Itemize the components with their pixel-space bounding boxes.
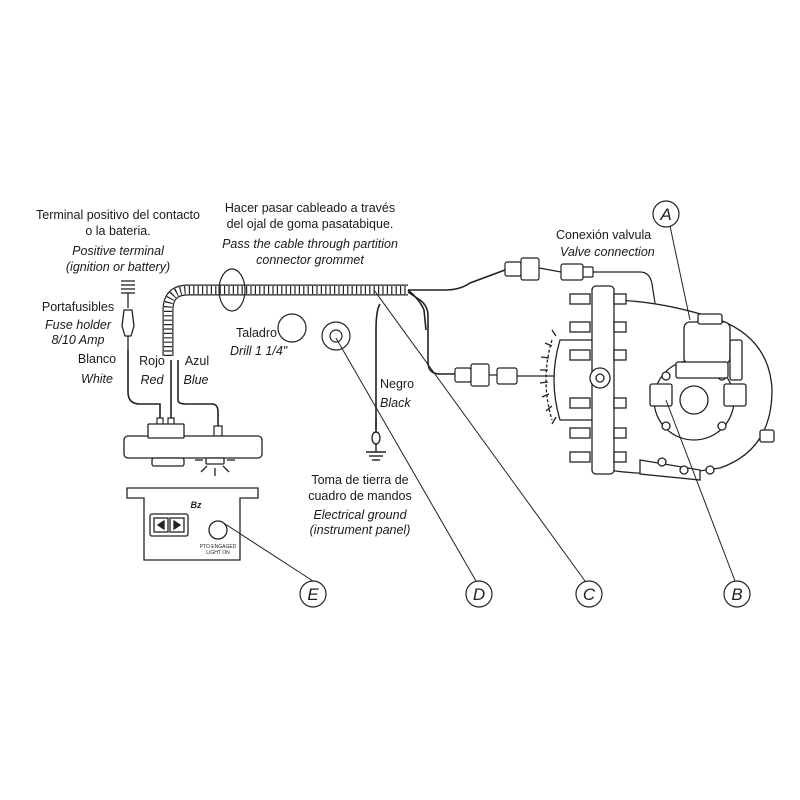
blue-label-es: Azul — [184, 354, 210, 368]
drill-label-en: Drill 1 1/4" — [230, 344, 288, 358]
callout-c — [575, 580, 603, 608]
positive-terminal-label-es-2: o la bateria. — [85, 224, 151, 238]
lower-connector — [454, 363, 656, 393]
fuse-holder-icon — [121, 309, 135, 350]
red-label-en: Red — [140, 373, 164, 387]
callout-b — [723, 580, 751, 608]
positive-terminal-label-en-2: (ignition or battery) — [65, 260, 171, 274]
instrument-panel — [126, 487, 259, 561]
panel-text-2: LIGHT ON — [206, 550, 230, 556]
leader-lines — [221, 225, 736, 582]
fuse-holder-label-es: Portafusibles — [41, 300, 115, 314]
cable-label-en-2: connector grommet — [256, 253, 364, 267]
callout-c-letter: C — [583, 585, 596, 604]
blue-label-en: Blue — [183, 373, 209, 387]
cable-label-es-2: del ojal de goma pasatabique. — [226, 217, 394, 231]
ground-label-en-1: Electrical ground — [313, 508, 407, 522]
callout-d-letter: D — [473, 585, 485, 604]
cable-label-en-1: Pass the cable through partition — [222, 237, 398, 251]
black-label-en: Black — [380, 396, 411, 410]
panel-brand: Bz — [191, 500, 202, 510]
cable-label-es-1: Hacer pasar cableado a través — [224, 201, 396, 215]
positive-terminal-label-es-1: Terminal positivo del contacto — [36, 208, 200, 222]
red-label-es: Rojo — [139, 354, 165, 368]
drill-hole — [277, 313, 307, 343]
ground-icon — [366, 418, 386, 461]
control-box — [123, 423, 263, 476]
panel-text-1: PTO ENGAGED — [200, 544, 237, 550]
fuse-holder-label-en-2: 8/10 Amp — [51, 333, 105, 347]
terminal-icon — [121, 280, 135, 308]
fuse-holder-label-en-1: Fuse holder — [44, 318, 111, 332]
ground-label-en-2: (instrument panel) — [309, 523, 411, 537]
callout-b-letter: B — [731, 585, 742, 604]
white-label-es: Blanco — [77, 352, 117, 366]
callout-d — [465, 580, 493, 608]
ground-label-es-1: Toma de tierra de — [311, 473, 409, 487]
blue-wire — [177, 360, 219, 426]
ground-label-es-2: cuadro de mandos — [308, 489, 412, 503]
callout-a — [652, 200, 680, 228]
callout-e-letter: E — [307, 585, 319, 604]
grommet — [218, 268, 246, 312]
drill-label-es: Taladro — [236, 326, 277, 340]
harness-wires — [375, 269, 506, 430]
callout-a-letter: A — [659, 205, 671, 224]
white-wire — [127, 350, 161, 420]
valve-label-en: Valve connection — [560, 245, 655, 259]
upper-connector — [504, 257, 659, 323]
pump-assembly — [539, 285, 775, 481]
callout-e — [299, 580, 327, 608]
callout-circles — [299, 200, 751, 608]
positive-terminal-label-en-1: Positive terminal — [72, 244, 164, 258]
black-label-es: Negro — [380, 377, 415, 391]
valve-label-es: Conexión valvula — [556, 228, 652, 242]
ground-washer — [321, 321, 351, 351]
white-label-en: White — [81, 372, 113, 386]
coiled-harness — [162, 284, 408, 356]
